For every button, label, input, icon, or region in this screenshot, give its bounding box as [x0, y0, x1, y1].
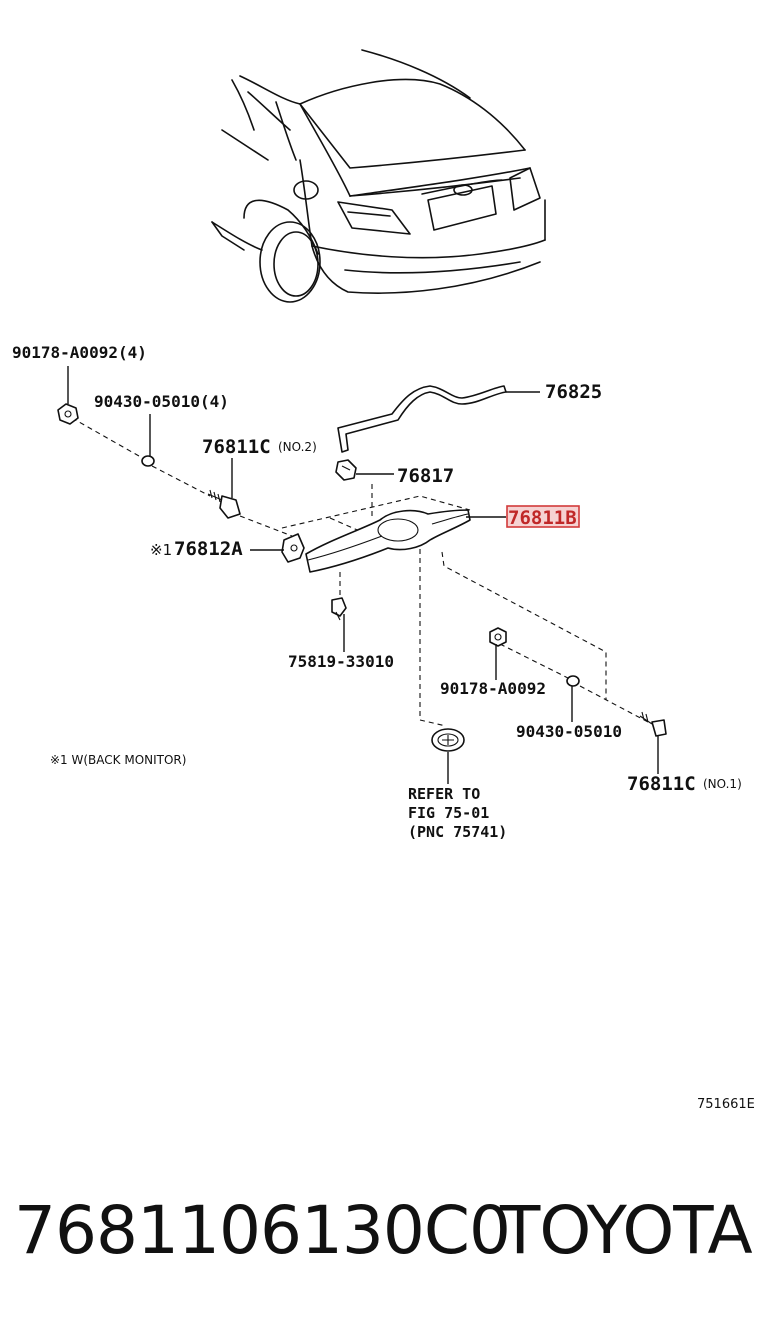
callout-76812A-mark: ※1 — [150, 541, 172, 559]
callout-90178-A0092: 90178-A0092 — [440, 679, 546, 698]
callout-90178-A0092-4: 90178-A0092(4) — [12, 343, 147, 362]
part-90430-washer — [566, 675, 580, 687]
assembly-dashed-lines — [71, 417, 649, 727]
callout-90430-05010-4: 90430-05010(4) — [94, 392, 229, 411]
note-back-monitor: ※1 W(BACK MONITOR) — [50, 753, 186, 767]
refer-line-1: REFER TO — [408, 785, 480, 803]
part-76811C-no1-screw — [639, 711, 667, 737]
part-76811C-no2-screw — [207, 489, 241, 519]
callout-76825: 76825 — [545, 381, 602, 403]
part-90430-washer-4 — [141, 455, 155, 467]
part-90178-nut — [489, 627, 507, 647]
part-75819-clip — [331, 597, 347, 621]
highlight-box-76811B — [506, 505, 580, 528]
callout-76812A: 76812A — [174, 538, 243, 560]
callout-76811C-no1-sub: (NO.1) — [703, 777, 742, 791]
part-76812A-bracket — [281, 533, 305, 563]
callout-76811B: 76811B — [508, 507, 577, 529]
part-76811B-garnish — [305, 509, 471, 573]
footer-part-number: 7681106130C0 — [14, 1192, 511, 1269]
callout-76811C-no2: 76811C — [202, 436, 271, 458]
callout-75819-33010: 75819-33010 — [288, 652, 394, 671]
car-rear-illustration — [211, 49, 546, 303]
footer-brand: TOYOTA — [500, 1192, 753, 1269]
figure-code: 751661E — [697, 1097, 755, 1112]
callout-76817: 76817 — [397, 465, 454, 487]
part-76825-rod — [337, 385, 507, 453]
refer-line-2: FIG 75-01 — [408, 804, 489, 822]
leader-lines — [67, 366, 659, 784]
part-emblem — [431, 728, 465, 752]
part-90178-nut-4 — [57, 403, 79, 425]
callout-76811C-no2-sub: (NO.2) — [278, 440, 317, 454]
refer-line-3: (PNC 75741) — [408, 823, 507, 841]
callout-90430-05010: 90430-05010 — [516, 722, 622, 741]
part-76817-clip — [335, 459, 357, 481]
callout-76811C-no1: 76811C — [627, 773, 696, 795]
